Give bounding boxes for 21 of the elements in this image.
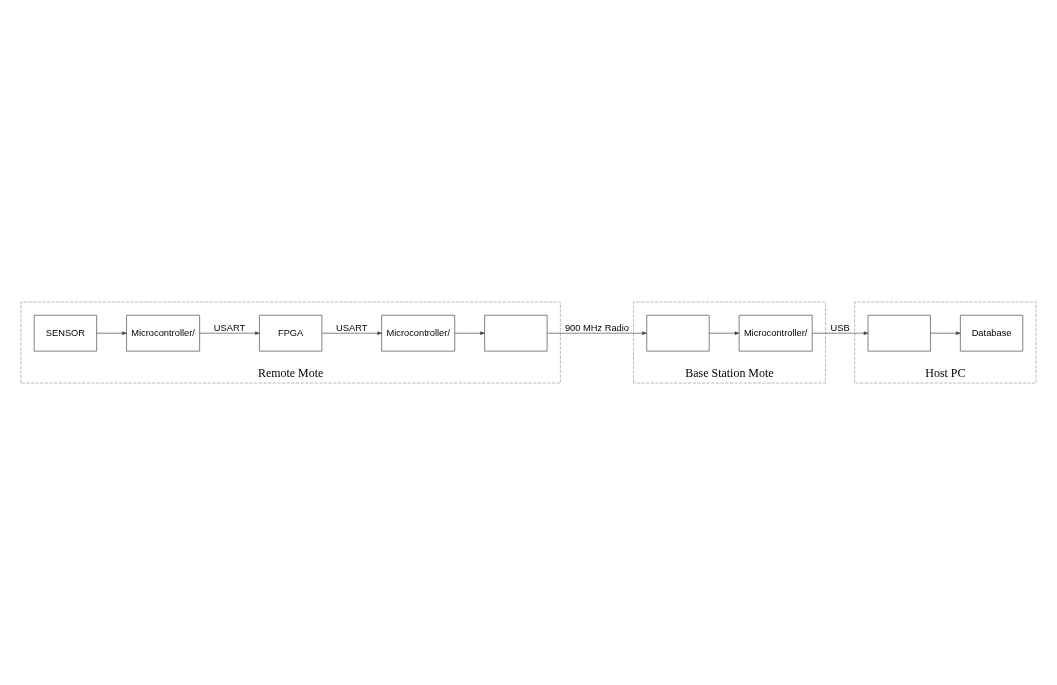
node-box: SENSOR xyxy=(33,314,97,352)
edge-label: USART xyxy=(213,322,246,333)
arrow xyxy=(812,331,869,335)
arrow xyxy=(199,331,260,335)
arrow xyxy=(454,331,485,335)
node-box: Microcontroller/ xyxy=(381,314,456,352)
edge-label: 900 MHz Radio xyxy=(564,322,629,333)
node-box: Microcontroller/ xyxy=(738,314,813,352)
edge-label: USB xyxy=(830,322,850,333)
arrow xyxy=(546,331,647,335)
node-box xyxy=(867,314,931,352)
arrow xyxy=(321,331,382,335)
edge-label: USART xyxy=(336,322,368,333)
node-box: Microcontroller/ xyxy=(126,314,200,352)
node-box xyxy=(484,314,548,352)
arrow xyxy=(709,331,740,335)
node-box xyxy=(646,314,710,352)
node-box: FPGA xyxy=(259,314,323,352)
node-box: Database xyxy=(960,314,1024,352)
arrow xyxy=(96,331,127,335)
arrow xyxy=(930,331,961,335)
